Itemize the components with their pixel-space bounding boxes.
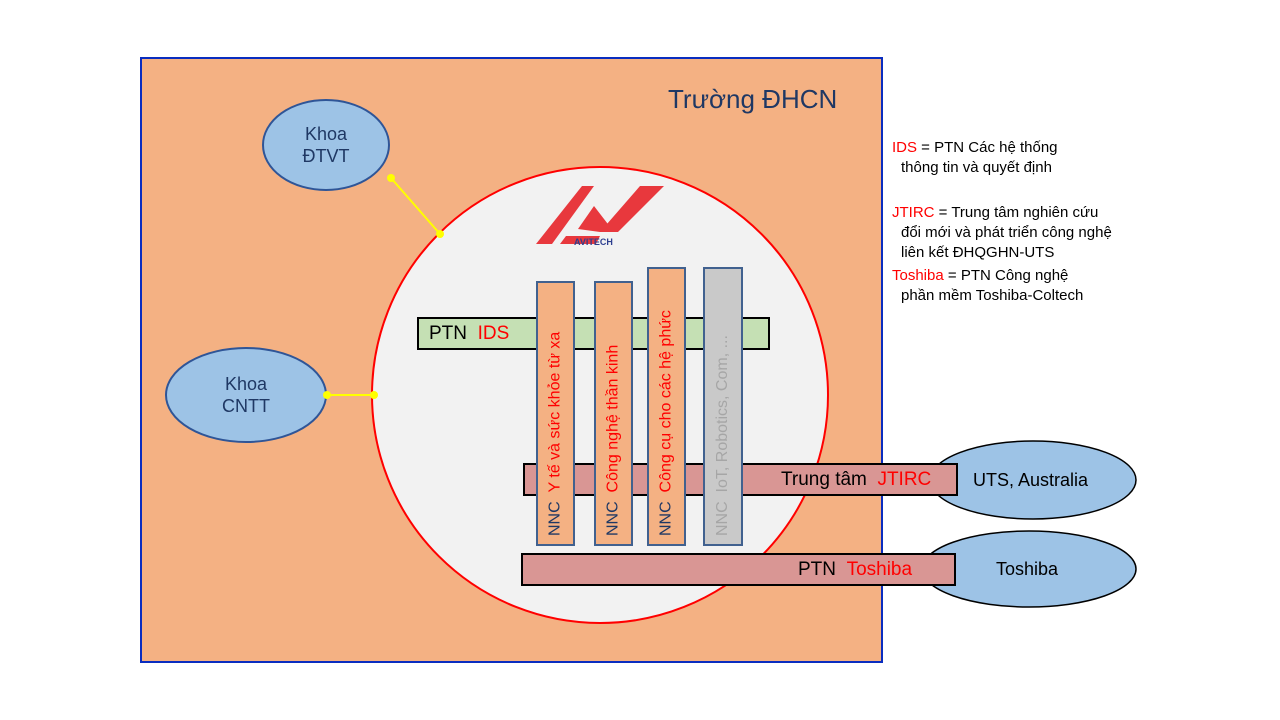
legend-jtirc-line2: đổi mới và phát triển công nghệ	[901, 224, 1112, 241]
avitech-logo: AVITECH	[536, 186, 664, 247]
logo-right-stroke	[600, 186, 664, 232]
partner-toshiba-label: Toshiba	[996, 559, 1059, 579]
legend-ids-line1: PTN Các hệ thống	[934, 139, 1058, 156]
legend-toshiba-line2: phần mềm Toshiba-Coltech	[901, 287, 1084, 304]
faculty-cntt-line2: CNTT	[222, 396, 270, 416]
research-group-bar: NNC Y tế và sức khỏe từ xa	[536, 281, 575, 546]
connector-cntt-end-dot	[370, 391, 378, 399]
research-group-bar: NNC Công nghệ thần kinh	[594, 281, 633, 546]
connector-dtvt	[390, 177, 441, 235]
logo-left-stroke	[536, 186, 594, 244]
school-title: Trường ĐHCN	[668, 84, 838, 114]
legend-jtirc-line1: Trung tâm nghiên cứu	[951, 204, 1099, 221]
lab-jtirc-prefix: Trung tâm	[781, 468, 867, 490]
legend-jtirc-key: JTIRC	[892, 204, 935, 221]
research-group-text: NNC Công cụ cho các hệ phức	[657, 310, 675, 536]
legend-ids: IDS = PTN Các hệ thống thông tin và quyế…	[892, 138, 1058, 178]
legend-ids-sep: =	[917, 139, 935, 156]
lab-ids-name: IDS	[477, 322, 510, 344]
faculty-dtvt-line2: ĐTVT	[302, 146, 350, 166]
legend-ids-key: IDS	[892, 139, 918, 156]
legend-toshiba-key: Toshiba	[892, 267, 944, 284]
logo-mid-stroke	[578, 206, 614, 232]
research-group-bar: NNC Công cụ cho các hệ phức	[647, 267, 686, 546]
research-group-text: NNC Công nghệ thần kinh	[604, 344, 622, 536]
lab-jtirc-name: JTIRC	[877, 468, 932, 490]
logo-bar-stroke	[560, 236, 600, 244]
lab-toshiba-bar: PTN Toshiba	[521, 553, 956, 586]
faculty-dtvt-line1: Khoa	[304, 124, 348, 144]
research-group-text: NNC Y tế và sức khỏe từ xa	[546, 331, 564, 536]
legend-jtirc-sep: =	[934, 204, 952, 221]
lab-toshiba-prefix: PTN	[798, 558, 836, 580]
legend-ids-line2: thông tin và quyết định	[901, 159, 1052, 176]
faculty-cntt-line1: Khoa	[224, 374, 268, 394]
partner-uts-label: UTS, Australia	[973, 470, 1089, 490]
connector-dtvt-end-dot	[436, 230, 444, 238]
lab-ids-prefix: PTN	[429, 322, 467, 344]
lab-toshiba-name: Toshiba	[846, 558, 913, 580]
connector-cntt-start-dot	[323, 391, 331, 399]
research-group-text: NNC IoT, Robotics, Com, ...	[714, 335, 731, 536]
legend-toshiba-sep: =	[943, 267, 961, 284]
research-group-bar-inactive: NNC IoT, Robotics, Com, ...	[703, 267, 743, 546]
legend-toshiba: Toshiba = PTN Công nghệ phần mềm Toshiba…	[892, 266, 1083, 306]
legend-jtirc-line3: liên kết ĐHQGHN-UTS	[901, 244, 1055, 261]
connector-dtvt-start-dot	[387, 174, 395, 182]
legend-jtirc: JTIRC = Trung tâm nghiên cứu đổi mới và …	[892, 203, 1112, 263]
legend-toshiba-line1: PTN Công nghệ	[960, 267, 1069, 284]
logo-brand-text: AVITECH	[574, 237, 613, 247]
faculty-dtvt-ellipse	[262, 99, 390, 191]
